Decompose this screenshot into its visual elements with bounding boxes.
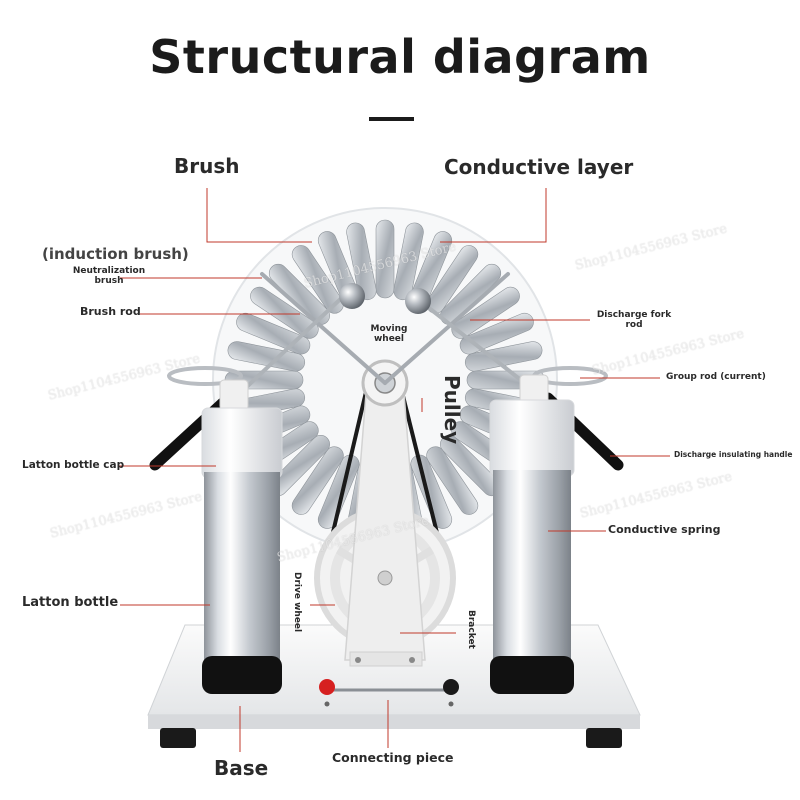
discharge-ball-left: [339, 283, 365, 309]
leader-lines: [118, 188, 670, 752]
disc-sector: [459, 312, 534, 355]
label-drive-wheel: Drive wheel: [292, 572, 302, 633]
label-discharge-fork-rod-line2: rod: [625, 320, 643, 331]
label-discharge-fork-rod-line1: Discharge fork: [596, 310, 672, 320]
brush-rods: [260, 272, 510, 385]
label-latton-bottle: Latton bottle: [22, 595, 119, 610]
base-foot-right: [586, 728, 622, 748]
label-brush-rod: Brush rod: [80, 305, 141, 318]
disc-sector: [227, 341, 306, 372]
latton-bottle-left: [201, 379, 283, 694]
diagram-title: Structural diagram: [149, 30, 651, 84]
base-foot-left: [160, 728, 196, 748]
label-neutralization-brush: Neutralization brush: [66, 266, 152, 287]
disc-sector: [375, 219, 395, 299]
label-connecting-piece: Connecting piece: [332, 750, 454, 765]
label-brush: Brush: [174, 154, 240, 178]
label-base: Base: [214, 756, 269, 780]
label-induction-brush: (induction brush): [42, 245, 189, 263]
label-conductive-layer: Conductive layer: [444, 155, 634, 179]
label-moving-wheel-line2: wheel: [373, 334, 404, 345]
connecting-piece-shape: [319, 679, 459, 707]
disc-sector: [346, 222, 377, 301]
disc-sector: [464, 341, 543, 372]
label-discharge-fork-rod: Discharge fork rod: [592, 310, 676, 331]
label-neutralization-brush-line2: brush: [94, 276, 124, 287]
label-moving-wheel: Moving wheel: [356, 324, 422, 345]
label-discharge-insulating-handle: Discharge insulating handle: [674, 450, 793, 459]
disc-sector: [393, 222, 424, 301]
disc-sector: [250, 286, 319, 339]
label-bracket: Bracket: [466, 610, 476, 649]
disc-sector: [426, 245, 479, 314]
title-underline: [369, 117, 414, 121]
bracket-shape: [344, 367, 426, 667]
label-group-rod: Group rod (current): [666, 372, 766, 382]
label-latton-bottle-cap: Latton bottle cap: [22, 459, 125, 471]
label-neutralization-brush-line1: Neutralization: [72, 266, 146, 276]
label-conductive-spring: Conductive spring: [608, 523, 721, 536]
label-pulley: Pulley: [440, 375, 464, 445]
discharge-ball-right: [405, 288, 431, 314]
label-moving-wheel-line1: Moving: [370, 324, 408, 334]
discharge-fork-rods: [236, 290, 542, 397]
disc-sector: [317, 454, 360, 529]
disc-sector: [291, 446, 344, 515]
disc-sector: [426, 446, 479, 515]
disc-sector: [291, 245, 344, 314]
drive-belts: [328, 391, 442, 546]
latton-bottle-right: [489, 374, 575, 694]
